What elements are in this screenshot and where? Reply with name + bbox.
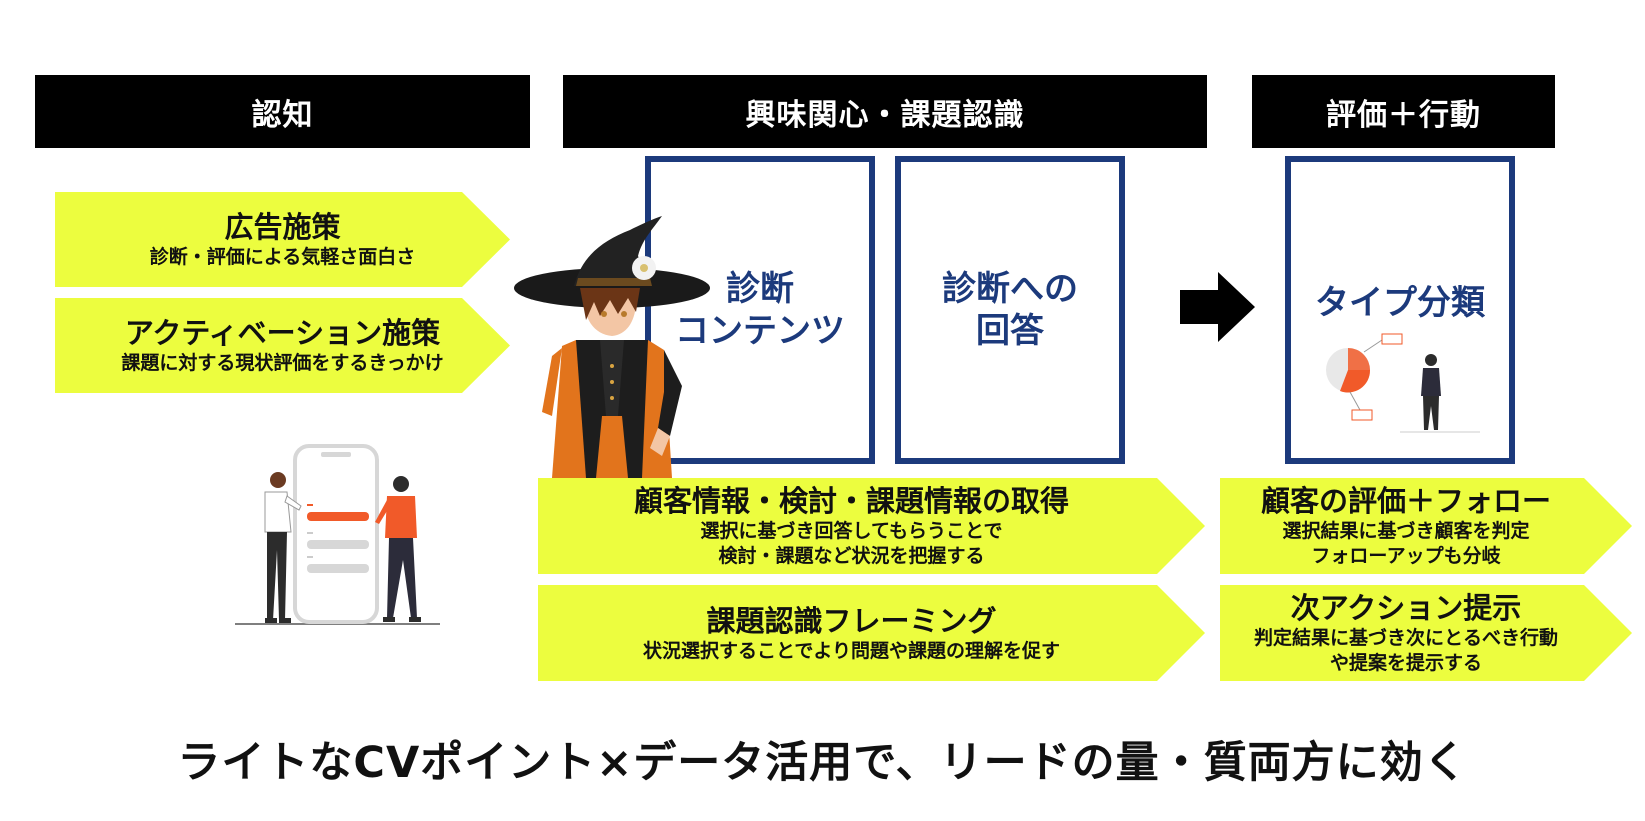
awareness-activation-title: アクティベーション施策: [124, 316, 441, 350]
header-interest-label: 興味関心・課題認識: [745, 97, 1025, 133]
evaluation-next-action-title: 次アクション提示: [1290, 591, 1522, 625]
footer-tagline: ライトなCVポイント×データ活用で、リードの量・質両方に効く: [0, 728, 1645, 788]
phone-people-illustration: [235, 444, 440, 625]
evaluation-follow-line-1: 選択結果に基づき顧客を判定: [1282, 520, 1530, 542]
evaluation-follow-title: 顧客の評価＋フォロー: [1260, 484, 1551, 518]
box-diagnostic-content-label: 診断 コンテンツ: [675, 269, 845, 351]
interest-acquisition-line-1: 選択に基づき回答してもらうことで: [700, 520, 1003, 542]
header-interest: 興味関心・課題認識: [563, 75, 1207, 148]
interest-acquisition-title: 顧客情報・検討・課題情報の取得: [633, 484, 1069, 518]
box-type-classification-label: タイプ分類: [1315, 283, 1485, 323]
awareness-ads-subtitle: 診断・評価による気軽さ面白さ: [149, 246, 416, 268]
interest-framing-line-1: 状況選択することでより問題や課題の理解を促す: [642, 639, 1061, 662]
evaluation-next-action-line-2: や提案を提示する: [1329, 652, 1482, 674]
header-awareness-label: 認知: [251, 97, 314, 133]
header-evaluation-label: 評価＋行動: [1326, 97, 1481, 133]
header-awareness: 認知: [35, 75, 530, 148]
wizard-character-illustration: [514, 216, 710, 478]
pie-chart-person-illustration: [1326, 333, 1480, 433]
interest-framing-title: 課題認識フレーミング: [706, 603, 997, 638]
box-diagnostic-answer-label: 診断への 回答: [942, 269, 1078, 351]
awareness-chevron-activation: アクティベーション施策 課題に対する現状評価をするきっかけ: [55, 298, 510, 393]
interest-acquisition-line-2: 検討・課題など状況を把握する: [718, 545, 985, 567]
box-diagnostic-answer: 診断への 回答: [895, 156, 1125, 464]
awareness-activation-subtitle: 課題に対する現状評価をするきっかけ: [121, 352, 444, 374]
box-diagnostic-content: 診断 コンテンツ: [645, 156, 875, 464]
awareness-ads-title: 広告施策: [224, 210, 341, 244]
evaluation-chevron-next-action: 次アクション提示 判定結果に基づき次にとるべき行動 や提案を提示する: [1220, 585, 1632, 681]
evaluation-follow-line-2: フォローアップも分岐: [1311, 545, 1501, 567]
box-type-classification: タイプ分類: [1285, 156, 1515, 464]
evaluation-next-action-line-1: 判定結果に基づき次にとるべき行動: [1253, 627, 1558, 649]
arrow-right-icon: [1180, 272, 1255, 342]
awareness-chevron-ads: 広告施策 診断・評価による気軽さ面白さ: [55, 192, 510, 287]
header-evaluation: 評価＋行動: [1252, 75, 1555, 148]
interest-chevron-framing: 課題認識フレーミング 状況選択することでより問題や課題の理解を促す: [538, 585, 1205, 681]
evaluation-chevron-follow: 顧客の評価＋フォロー 選択結果に基づき顧客を判定 フォローアップも分岐: [1220, 478, 1632, 574]
interest-chevron-acquisition: 顧客情報・検討・課題情報の取得 選択に基づき回答してもらうことで 検討・課題など…: [538, 478, 1205, 574]
footer-tagline-text: ライトなCVポイント×データ活用で、リードの量・質両方に効く: [177, 738, 1468, 788]
